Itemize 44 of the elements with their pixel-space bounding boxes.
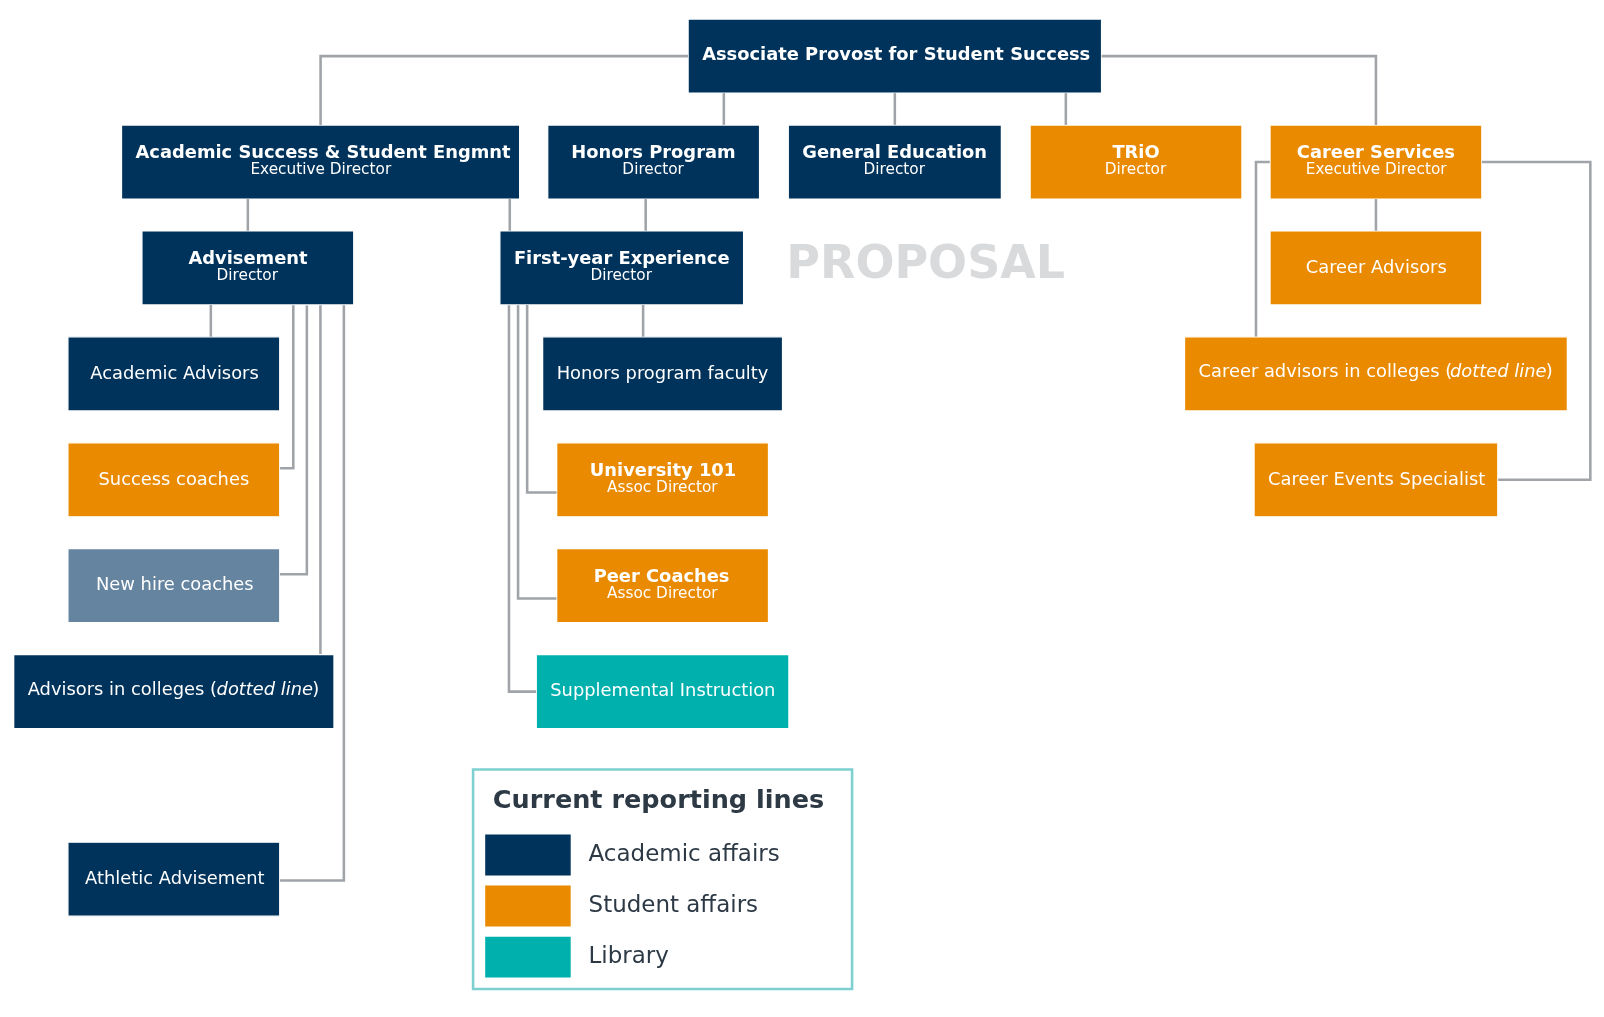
connector xyxy=(525,305,557,494)
node-box: TRiO Director xyxy=(1029,124,1243,200)
node-box: Advisors in colleges (dotted line) xyxy=(13,654,335,730)
connector xyxy=(1254,160,1270,337)
label: Current reporting lines xyxy=(492,783,825,814)
connector xyxy=(209,305,213,337)
node-box: Career Advisors xyxy=(1269,230,1483,306)
node-box: Success coaches xyxy=(67,442,281,518)
node-box: First-year Experience Director xyxy=(499,230,745,306)
node-box: Supplemental Instruction xyxy=(535,654,790,730)
node-box: Honors Program Director xyxy=(547,124,761,200)
connector xyxy=(641,305,645,337)
connector xyxy=(319,305,322,655)
node-box: New hire coaches xyxy=(67,548,281,624)
node-box: Career Events Specialist xyxy=(1253,442,1499,518)
connector xyxy=(507,305,537,693)
legend-label: Academic affairs xyxy=(588,839,780,866)
node-box: Career Services Executive Director xyxy=(1269,124,1483,200)
node-box: Peer Coaches Assoc Director xyxy=(556,548,770,624)
connector xyxy=(722,93,726,125)
node-box: Athletic Advisement xyxy=(67,841,281,917)
connector xyxy=(1064,93,1068,125)
connector xyxy=(279,305,309,576)
connector xyxy=(280,305,295,470)
legend-label: Library xyxy=(588,941,669,968)
node-box: General Education Director xyxy=(787,124,1003,200)
connector xyxy=(893,93,897,125)
connector xyxy=(1101,54,1378,125)
node-box: Associate Provost for Student Success xyxy=(687,18,1103,94)
connector xyxy=(280,305,346,882)
connector xyxy=(1481,160,1592,482)
connector xyxy=(516,305,557,600)
connector xyxy=(644,199,647,231)
connector xyxy=(1374,199,1378,231)
node-box: Honors program faculty xyxy=(542,336,784,412)
node-box: Advisement Director xyxy=(141,230,355,306)
node-box: Academic Success & Student Engmnt Executive Director xyxy=(120,124,521,200)
node-box: Career advisors in colleges (dotted line) xyxy=(1183,336,1568,412)
connector xyxy=(319,54,688,125)
connector xyxy=(508,199,512,231)
legend-label: Student affairs xyxy=(588,890,759,917)
node-box: University 101 Assoc Director xyxy=(556,442,770,518)
connector xyxy=(246,199,250,231)
node-box: Academic Advisors xyxy=(67,336,281,412)
